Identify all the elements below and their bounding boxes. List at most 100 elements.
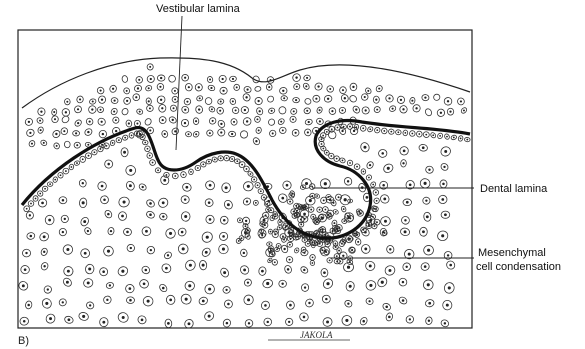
epithelial-cell-nucleus: [271, 110, 273, 112]
epithelial-cell-nucleus: [184, 122, 186, 124]
condensed-cell-nucleus: [311, 195, 313, 197]
leader-vestibular: [176, 16, 182, 150]
basal-cell-nucleus: [297, 236, 299, 238]
epithelial-cell-nucleus: [355, 108, 357, 110]
mesenchymal-cell-nucleus: [22, 284, 25, 287]
mesenchymal-cell-nucleus: [122, 316, 125, 319]
basal-cell-nucleus: [183, 174, 185, 176]
epithelial-cell-nucleus: [149, 66, 151, 68]
condensed-cell-nucleus: [376, 221, 378, 223]
mesenchymal-cell-nucleus: [404, 230, 407, 233]
mesenchymal-cell-nucleus: [443, 166, 445, 168]
basal-cell-nucleus: [82, 158, 84, 160]
condensed-cell-nucleus: [343, 208, 345, 210]
basal-cell-nucleus: [144, 142, 146, 144]
mesenchymal-cell-nucleus: [222, 235, 225, 238]
epithelial-cell-nucleus: [402, 108, 404, 110]
mesenchymal-cell-nucleus: [167, 254, 169, 256]
epithelial-cell-nucleus: [376, 109, 378, 111]
epithelial-cell-nucleus: [92, 100, 94, 102]
basal-cell-nucleus: [220, 157, 222, 159]
epithelial-cell-nucleus: [447, 100, 449, 102]
mesenchymal-cell-nucleus: [363, 146, 366, 149]
mesenchymal-cell-nucleus: [227, 203, 230, 206]
mesenchymal-cell-nucleus: [102, 270, 105, 273]
basal-cell-nucleus: [368, 177, 370, 179]
basal-cell-nucleus: [342, 241, 344, 243]
epithelial-cell-nucleus: [28, 121, 30, 123]
epithelial-cell: [349, 94, 358, 103]
epithelial-cell-nucleus: [220, 131, 222, 133]
mesenchymal-cell-nucleus: [167, 322, 170, 325]
mesenchymal-cell-nucleus: [223, 271, 226, 274]
condensed-cell-nucleus: [328, 196, 330, 198]
mesenchymal-cell-nucleus: [162, 215, 164, 217]
epithelial-cell-nucleus: [331, 110, 333, 112]
mesenchymal-cell-nucleus: [150, 249, 152, 251]
mesenchymal-cell-nucleus: [428, 320, 430, 322]
epithelial-cell-nucleus: [199, 97, 201, 99]
epithelial-cell-nucleus: [222, 90, 224, 92]
mesenchymal-cell-nucleus: [389, 248, 391, 250]
mesenchymal-cell-nucleus: [181, 231, 184, 234]
epithelial-cell-nucleus: [319, 109, 321, 111]
basal-cell-nucleus: [349, 162, 351, 164]
epithelial-cell-nucleus: [244, 109, 246, 111]
mesenchymal-cell-nucleus: [247, 281, 249, 283]
basal-cell-nucleus: [253, 179, 255, 181]
mesenchymal-cell-nucleus: [88, 268, 91, 271]
mesenchymal-cell-nucleus: [362, 320, 365, 323]
epithelial-cell-nucleus: [222, 78, 224, 80]
epithelial-cell-nucleus: [113, 110, 115, 112]
condensed-cell-nucleus: [309, 237, 311, 239]
condensed-cell-nucleus: [384, 232, 386, 234]
mesenchymal-cell-nucleus: [209, 184, 212, 187]
epithelial-cell-nucleus: [209, 79, 211, 81]
epithelial-cell-nucleus: [388, 97, 390, 99]
mesenchymal-cell-nucleus: [169, 232, 172, 235]
epithelial-cell-nucleus: [235, 109, 237, 111]
epithelial-cell-nucleus: [329, 88, 331, 90]
epithelial-cell-nucleus: [174, 130, 176, 132]
label-dental-lamina: Dental lamina: [480, 183, 548, 195]
mesenchymal-cell-nucleus: [424, 182, 427, 185]
condensed-cell-nucleus: [343, 220, 345, 222]
condensed-cell-nucleus: [268, 243, 270, 245]
basal-cell-nucleus: [106, 145, 108, 147]
condensed-cell-nucleus: [283, 239, 285, 241]
epithelial-cell: [167, 74, 176, 83]
mesenchymal-cell-nucleus: [383, 198, 386, 201]
mesenchymal-cell-nucleus: [68, 318, 71, 321]
mesenchymal-cell-nucleus: [206, 236, 209, 239]
epithelial-cell-nucleus: [100, 109, 102, 111]
epithelial-cell-nucleus: [148, 100, 150, 102]
epithelial-cell-nucleus: [91, 108, 93, 110]
epithelial-cell-nucleus: [29, 132, 31, 134]
epithelial-cell-nucleus: [231, 133, 233, 135]
epithelial-cell: [122, 75, 129, 83]
epithelial-cell-nucleus: [375, 99, 377, 101]
epithelial-cell-nucleus: [40, 111, 42, 113]
epithelial-cell-nucleus: [212, 120, 214, 122]
mesenchymal-cell-nucleus: [305, 182, 308, 185]
basal-cell-nucleus: [372, 184, 374, 186]
mesenchymal-cell-nucleus: [66, 248, 69, 251]
condensed-cell-nucleus: [279, 227, 281, 229]
epithelial-cell-nucleus: [272, 132, 274, 134]
basal-cell-nucleus: [326, 152, 328, 154]
epithelial-cell-nucleus: [282, 129, 284, 131]
mesenchymal-cell-nucleus: [347, 180, 349, 182]
mesenchymal-cell-nucleus: [382, 184, 385, 187]
condensed-cell-nucleus: [260, 230, 262, 232]
mesenchymal-cell-nucleus: [126, 231, 129, 234]
epithelial-cell-nucleus: [424, 96, 426, 98]
mesenchymal-cell-nucleus: [87, 281, 90, 284]
mesenchymal-cell-nucleus: [23, 320, 26, 323]
basal-cell-nucleus: [355, 126, 357, 128]
epithelial-cell-nucleus: [63, 130, 65, 132]
basal-cell-nucleus: [446, 136, 448, 138]
epithelial-cell-nucleus: [209, 132, 211, 134]
basal-cell-nucleus: [257, 184, 259, 186]
condensed-cell-nucleus: [374, 225, 376, 227]
basal-cell-nucleus: [88, 155, 90, 157]
